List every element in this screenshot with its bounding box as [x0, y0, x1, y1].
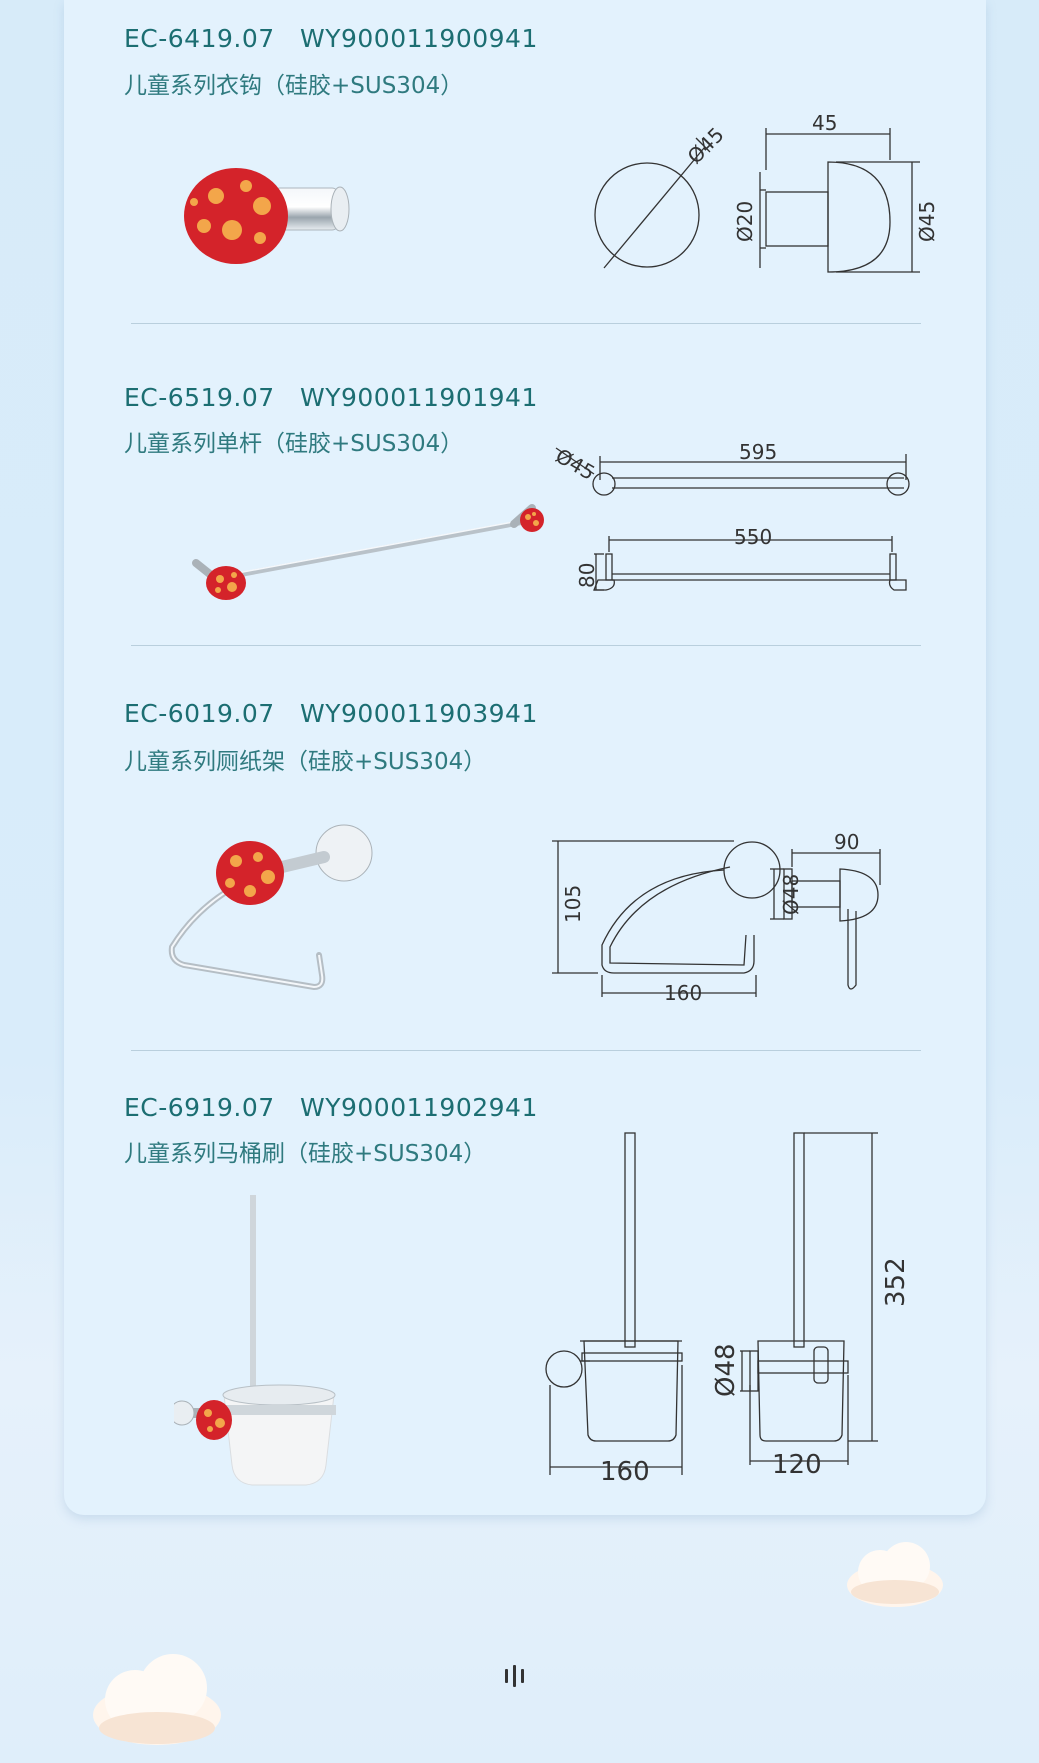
dim-label: 595: [739, 440, 777, 464]
product-name: 儿童系列单杆（硅胶+SUS304）: [124, 431, 464, 457]
product-name: 儿童系列衣钩（硅胶+SUS304）: [124, 73, 464, 99]
product-name: 儿童系列厕纸架（硅胶+SUS304）: [124, 749, 487, 775]
dim-label: 550: [734, 525, 772, 549]
dimension-drawing-toilet-brush: 160 Ø48 120 352: [545, 1132, 911, 1485]
dim-label: Ø20: [733, 201, 757, 242]
dim-label: Ø48: [711, 1343, 741, 1397]
product-name: 儿童系列马桶刷（硅胶+SUS304）: [124, 1141, 487, 1167]
cloud-decoration: [93, 1654, 221, 1745]
product-code: EC-6419.07 WY900011900941: [124, 24, 538, 53]
dim-label: Ø45: [683, 122, 729, 168]
dim-label: 160: [664, 981, 702, 1005]
dim-label: 352: [881, 1257, 911, 1307]
section-divider: [131, 1050, 921, 1051]
dim-label: 105: [561, 885, 585, 923]
product-card: EC-6419.07 WY900011900941 儿童系列衣钩（硅胶+SUS3…: [64, 0, 986, 1515]
dim-label: 160: [600, 1457, 650, 1485]
product-photo-toilet-brush: [174, 1195, 336, 1486]
product-photo-paper-holder: [168, 824, 373, 991]
product-photo-towel-bar: [192, 504, 544, 600]
dim-label: 120: [772, 1450, 822, 1480]
dimension-drawing-towel-bar: 595 Ø45 550 80: [554, 440, 910, 591]
product-code: EC-6519.07 WY900011901941: [124, 383, 538, 412]
dim-label: 45: [812, 111, 837, 135]
dim-label: Ø45: [915, 201, 939, 242]
product-photo-hook: [184, 168, 350, 264]
section-divider: [131, 323, 921, 324]
page-indicator: [505, 1665, 529, 1687]
dim-label: Ø48: [779, 874, 803, 915]
dimension-drawing-paper-holder: 105 160 Ø48 90: [552, 830, 881, 1005]
cloud-decoration: [847, 1542, 943, 1607]
section-divider: [131, 645, 921, 646]
dim-label: Ø45: [554, 444, 599, 485]
product-code: EC-6919.07 WY900011902941: [124, 1093, 538, 1122]
dim-label: 90: [834, 830, 859, 854]
product-code: EC-6019.07 WY900011903941: [124, 699, 538, 728]
dimension-drawing-hook: Ø45 Ø20 45 Ø45: [594, 111, 939, 273]
dim-label: 80: [575, 563, 599, 588]
